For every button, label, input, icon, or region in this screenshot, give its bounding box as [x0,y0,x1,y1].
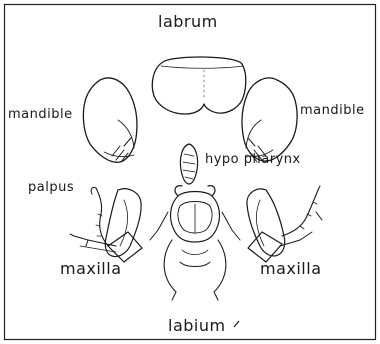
mandible-right-drawing [242,78,297,162]
labrum-drawing [152,57,246,114]
maxilla-left-drawing [70,187,142,262]
label-mandible-right: mandible [300,103,365,118]
labium-drawing [150,186,240,300]
label-labium: labium [168,316,226,335]
maxilla-right-drawing [247,186,322,262]
labium-stray-mark [234,321,239,327]
label-hypopharynx: hypo pharynx [205,152,301,167]
label-maxilla-left: maxilla [60,259,122,278]
figure-frame [5,5,376,340]
hypopharynx-drawing [180,144,197,184]
label-maxilla-right: maxilla [260,259,322,278]
label-palpus: palpus [28,180,74,195]
mandible-left-drawing [83,78,137,162]
label-labrum: labrum [158,12,218,31]
label-mandible-left: mandible [8,107,73,122]
